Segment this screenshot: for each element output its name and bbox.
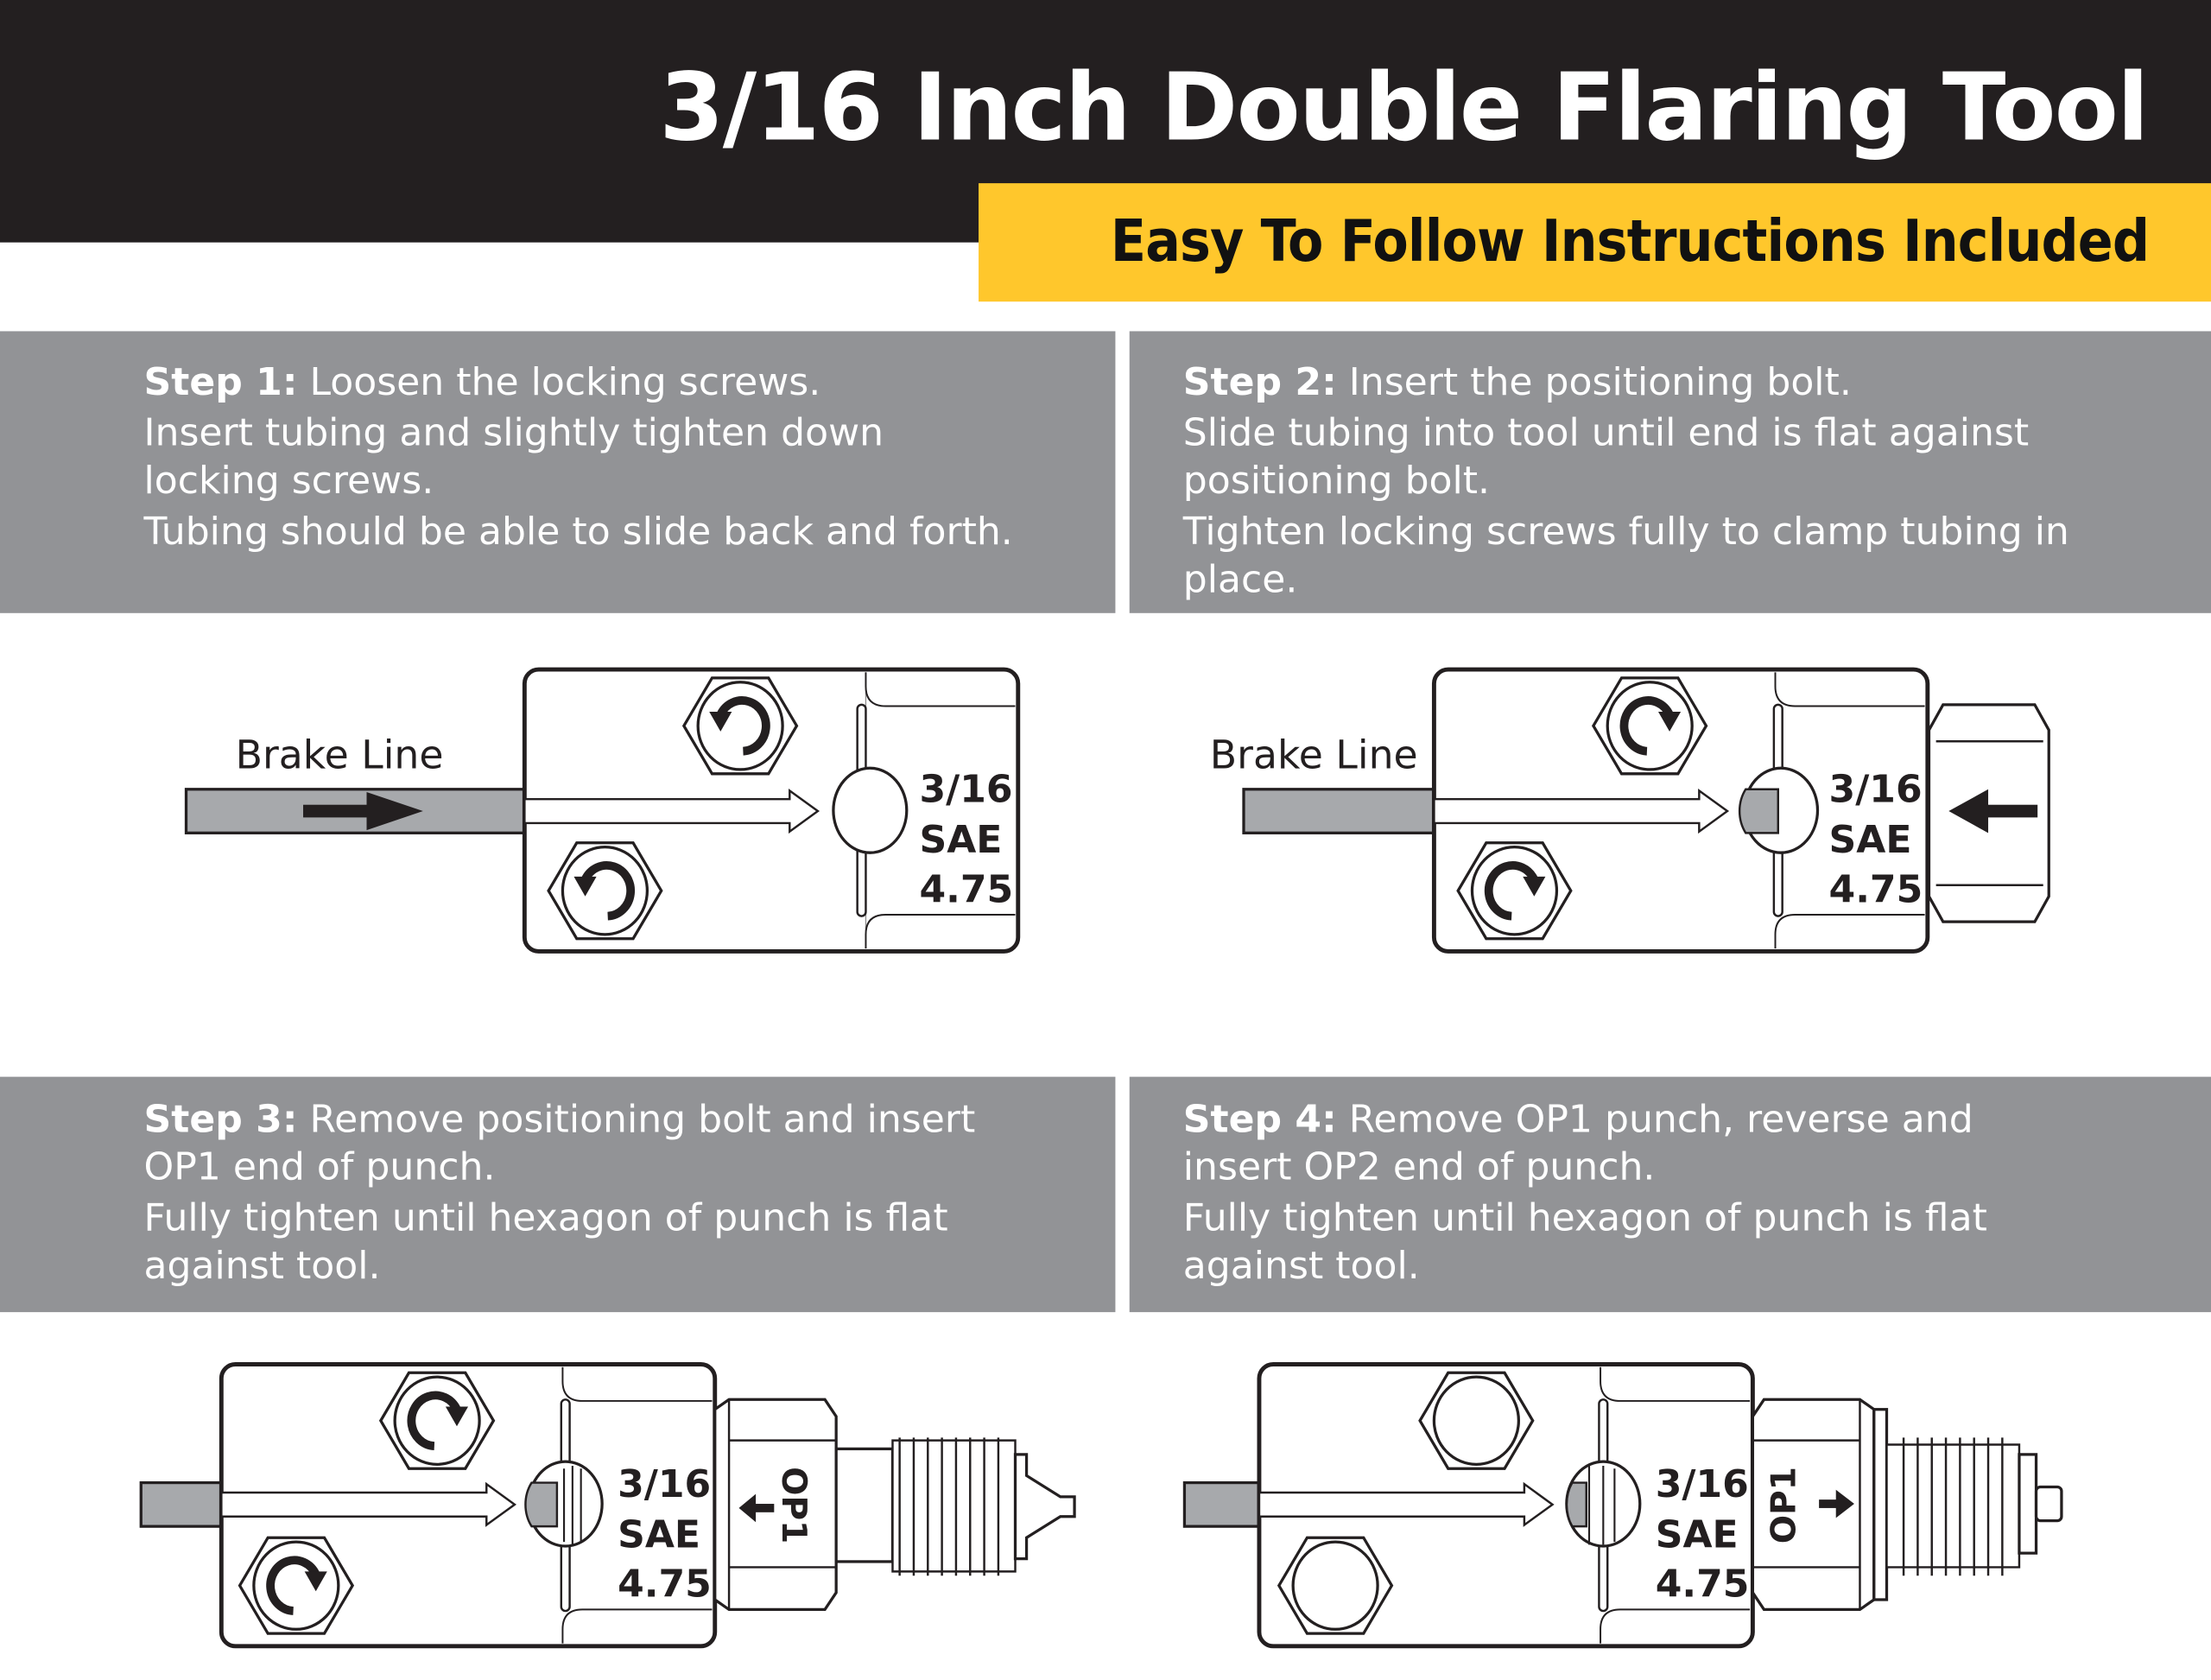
- step-4-line-1: Remove OP1 punch, reverse and insert OP2…: [1182, 1098, 1973, 1190]
- locking-screw-cw-icon: [378, 1371, 496, 1470]
- die-value: 4.75: [1829, 867, 1923, 911]
- step-2-line-3: Tighten locking screws fully to clamp tu…: [1182, 510, 2069, 602]
- step-2-line-2: Slide tubing into tool until end is flat…: [1182, 411, 2030, 504]
- brake-line-tube: [1182, 1480, 1271, 1528]
- die-value: 4.75: [618, 1563, 712, 1607]
- insertion-arrow-icon: [1433, 788, 1730, 834]
- step-3-line-1: Remove positioning bolt and insert OP1 e…: [143, 1098, 976, 1190]
- page-title: 3/16 Inch Double Flaring Tool: [659, 54, 2149, 162]
- step-2-line-1: Insert the positioning bolt.: [1348, 360, 1852, 405]
- step-2-label: Step 2:: [1182, 360, 1337, 405]
- locking-screw-ccw-icon: [681, 676, 799, 776]
- punch-op2: OP1: [1751, 1398, 2063, 1612]
- step-1-line-3: Tubing should be able to slide back and …: [143, 510, 1013, 555]
- arrow-right-icon: [1819, 1489, 1854, 1518]
- insertion-arrow-icon: [1258, 1481, 1555, 1527]
- locking-screw-icon: [1277, 1536, 1394, 1635]
- insertion-arrow-icon: [523, 788, 820, 834]
- step-2-panel: Step 2: Insert the positioning bolt. Sli…: [1129, 331, 2211, 613]
- die-standard: SAE: [919, 818, 1002, 862]
- brake-line-tube: [139, 1480, 227, 1528]
- brake-line-label: Brake Line: [236, 732, 444, 777]
- arrow-left-icon: [1948, 789, 2038, 834]
- locking-screw-cw-icon: [1592, 676, 1708, 776]
- subtitle-band: Easy To Follow Instructions Included: [979, 183, 2211, 302]
- die-standard: SAE: [1656, 1513, 1739, 1557]
- step-3-diagram: 3/16 SAE 4.75 OP1: [139, 1362, 1076, 1649]
- punch-op1: OP1: [713, 1398, 1076, 1612]
- die-hole: [832, 766, 909, 854]
- step-4-diagram: 3/16 SAE 4.75 OP1: [1182, 1362, 2063, 1649]
- locking-screw-icon: [1418, 1371, 1535, 1470]
- arrow-left-icon: [738, 1493, 775, 1523]
- brake-line-tube: [1242, 788, 1436, 834]
- tube-end: [1738, 788, 1779, 834]
- step-1-label: Step 1:: [143, 360, 298, 405]
- arrow-right-icon: [303, 792, 423, 831]
- locking-screw-ccw-icon: [547, 841, 663, 941]
- step-3-line-2: Fully tighten until hexagon of punch is …: [143, 1196, 948, 1289]
- step-4-line-2: Fully tighten until hexagon of punch is …: [1182, 1196, 1987, 1289]
- step-4-label: Step 4:: [1182, 1098, 1337, 1142]
- step-1-line-1: Loosen the locking screws.: [309, 360, 821, 405]
- insertion-arrow-icon: [220, 1481, 517, 1527]
- die-standard: SAE: [1829, 818, 1912, 862]
- die-size: 3/16: [1829, 767, 1923, 811]
- die-size: 3/16: [1656, 1462, 1749, 1506]
- locking-screw-cw-icon: [1456, 841, 1573, 941]
- positioning-bolt: [1927, 703, 2050, 923]
- die-value: 4.75: [1656, 1563, 1750, 1607]
- brake-line-label: Brake Line: [1210, 732, 1418, 777]
- punch-label: OP1: [1764, 1467, 1803, 1544]
- die-size: 3/16: [919, 767, 1012, 811]
- page-subtitle: Easy To Follow Instructions Included: [1110, 206, 2150, 276]
- step-4-panel: Step 4: Remove OP1 punch, reverse and in…: [1129, 1076, 2211, 1313]
- die-value: 4.75: [919, 867, 1013, 911]
- die-size: 3/16: [618, 1462, 711, 1506]
- step-3-label: Step 3:: [143, 1098, 298, 1142]
- step-3-panel: Step 3: Remove positioning bolt and inse…: [0, 1076, 1116, 1313]
- step-1-line-2: Insert tubing and slightly tighten down …: [143, 411, 884, 504]
- punch-label: OP1: [774, 1467, 813, 1544]
- die-standard: SAE: [618, 1513, 700, 1557]
- step-1-panel: Step 1: Loosen the locking screws. Inser…: [0, 331, 1116, 613]
- locking-screw-cw-icon: [238, 1536, 355, 1635]
- step-2-diagram: Brake Line 3/16 SAE 4.75: [1210, 667, 2050, 954]
- step-1-diagram: Brake Line 3/16 SAE 4.75: [184, 667, 1021, 954]
